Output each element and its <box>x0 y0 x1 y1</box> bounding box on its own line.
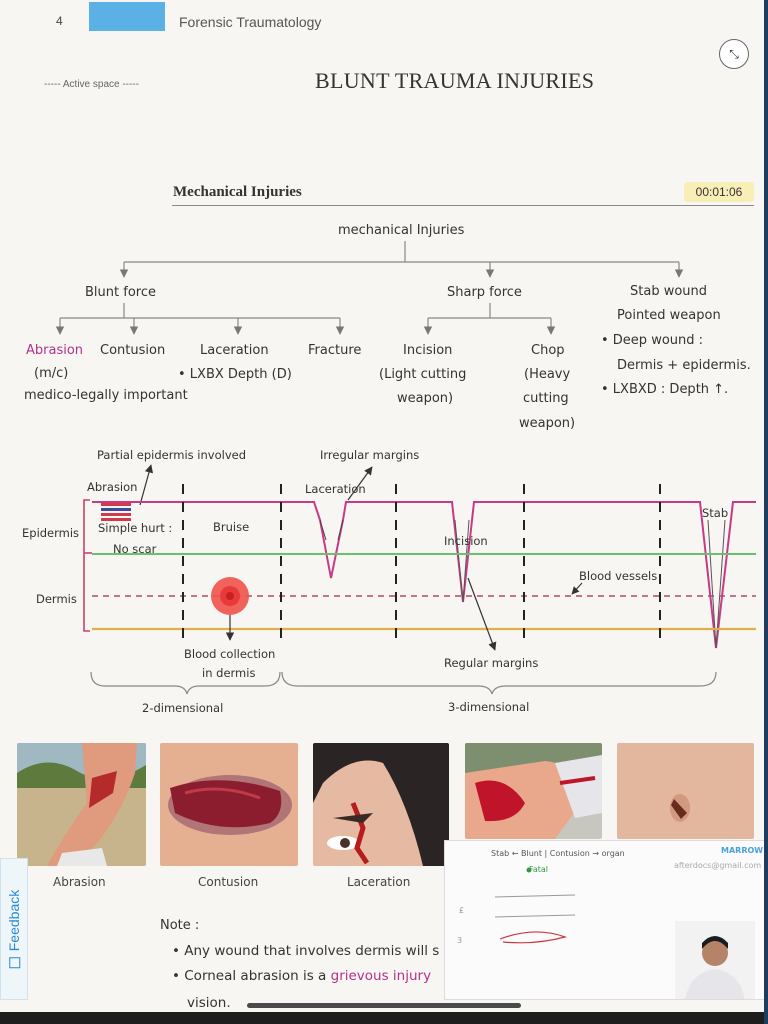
regular-margins-label: Regular margins <box>444 656 538 670</box>
stab-wound-label: Stab wound <box>630 284 707 299</box>
marrow-logo: MARROW <box>721 846 764 855</box>
blood-collection-label-2: in dermis <box>202 666 255 680</box>
sketch-text: Stab ← Blunt | Contusion → organ <box>491 849 625 858</box>
chop-note-1: (Heavy <box>524 367 571 382</box>
stab-sub-label: Pointed weapon <box>617 308 721 323</box>
incision-note-2: weapon) <box>397 391 453 406</box>
chop-note-2: cutting <box>523 391 569 406</box>
abrasion-note-mc: (m/c) <box>34 366 68 381</box>
notes-label: Note : <box>160 918 200 933</box>
video-timestamp-badge[interactable]: 00:01:06 <box>684 182 754 202</box>
laceration-inner-edges <box>319 519 344 541</box>
watermark-email: afterdocs@gmail.com <box>674 861 762 870</box>
bruise-label: Bruise <box>213 520 249 534</box>
tree-root-label: mechanical Injuries <box>338 223 465 238</box>
layer-bracket <box>83 499 90 632</box>
grievous-injury-highlight: grievous injury <box>330 968 432 984</box>
laceration-note: • LXBX Depth (D) <box>178 367 292 382</box>
laceration-photo <box>313 743 449 866</box>
feedback-icon <box>9 957 21 969</box>
chop-label: Chop <box>531 343 565 358</box>
three-d-label: 3-dimensional <box>448 700 529 714</box>
two-d-label: 2-dimensional <box>142 701 223 715</box>
note-line-2: • Corneal abrasion is a grievous injury <box>172 968 431 984</box>
partial-epidermis-label: Partial epidermis involved <box>97 448 246 462</box>
irregular-margin-pointer <box>347 466 373 501</box>
tree-connectors-level2 <box>55 303 556 335</box>
page-number: 4 <box>56 14 63 28</box>
regular-margin-pointer <box>467 577 497 651</box>
feedback-tab[interactable]: Feedback <box>0 858 28 1000</box>
abrasion-skin-label: Abrasion <box>87 480 137 494</box>
book-title: Forensic Traumatology <box>179 14 322 30</box>
sketch-green-label: Fatal <box>529 865 549 874</box>
simple-hurt-label: Simple hurt : <box>98 521 172 535</box>
collapse-arrows-icon[interactable]: ⤡ <box>719 39 749 69</box>
column-separators <box>182 484 661 646</box>
chapter-tab[interactable] <box>89 2 165 31</box>
device-bottom-edge <box>0 1012 768 1024</box>
page-title: BLUNT TRAUMA INJURIES <box>315 68 595 93</box>
contusion-caption: Contusion <box>198 875 259 889</box>
section-divider <box>172 205 754 206</box>
contusion-photo <box>160 743 298 866</box>
chop-note-3: weapon) <box>519 416 575 431</box>
two-d-brace <box>90 671 281 695</box>
note-line-2-text: • Corneal abrasion is a <box>172 968 331 984</box>
blunt-force-label: Blunt force <box>85 285 156 300</box>
active-space-label: ----- Active space ----- <box>44 79 139 90</box>
svg-text:£: £ <box>459 906 464 915</box>
note-line-3: vision. <box>187 995 231 1011</box>
stab-inner-edge <box>707 519 726 649</box>
note-line-1: • Any wound that involves dermis will s <box>172 943 440 959</box>
feedback-text: Feedback <box>6 889 23 952</box>
tree-connectors-level1 <box>119 241 684 278</box>
contusion-label: Contusion <box>100 343 165 358</box>
lecture-video-overlay[interactable]: Stab ← Blunt | Contusion → organ Fatal M… <box>444 840 768 1000</box>
presenter-video <box>675 921 755 999</box>
sharp-force-label: Sharp force <box>447 285 522 300</box>
no-scar-label: No scar <box>113 542 157 556</box>
stab-note-2: Dermis + epidermis. <box>617 358 751 373</box>
feedback-label: Feedback <box>6 889 23 969</box>
abrasion-label: Abrasion <box>26 343 83 358</box>
fracture-label: Fracture <box>308 343 361 358</box>
whiteboard-sketch: £ 3 <box>457 867 576 945</box>
blood-vessel-pointer <box>571 582 583 595</box>
stab-note-3: • LXBXD : Depth ↑. <box>601 382 728 397</box>
laceration-caption: Laceration <box>347 875 411 889</box>
incision-photo <box>465 743 602 839</box>
section-title: Mechanical Injuries <box>173 184 302 200</box>
stab-skin-label: Stab <box>702 506 728 520</box>
blood-collection-label-1: Blood collection <box>184 647 275 661</box>
abrasion-pointer <box>139 464 154 506</box>
incision-label: Incision <box>403 343 452 358</box>
abrasion-note-medicolegal: medico-legally important <box>24 388 188 403</box>
incision-inner-edge <box>454 519 470 603</box>
stab-note-1: • Deep wound : <box>601 333 703 348</box>
laceration-skin-label: Laceration <box>305 482 366 496</box>
abrasion-caption: Abrasion <box>53 875 106 889</box>
irregular-margins-label: Irregular margins <box>320 448 419 462</box>
device-right-edge <box>764 0 768 1024</box>
dermis-label: Dermis <box>36 592 77 606</box>
abrasion-mark <box>101 503 131 521</box>
svg-text:3: 3 <box>457 936 462 945</box>
blood-vessels-label: Blood vessels <box>579 569 657 583</box>
incision-skin-label: Incision <box>444 534 488 548</box>
stab-photo <box>617 743 754 839</box>
injury-diagram: mechanical Injuries Blunt force Sharp fo… <box>22 223 756 715</box>
epidermis-label: Epidermis <box>22 526 79 540</box>
bruise-center <box>226 592 234 600</box>
incision-note-1: (Light cutting <box>379 367 466 382</box>
home-indicator[interactable] <box>247 1003 521 1008</box>
three-d-brace <box>281 671 717 695</box>
abrasion-photo <box>17 743 146 866</box>
laceration-label: Laceration <box>200 343 269 358</box>
